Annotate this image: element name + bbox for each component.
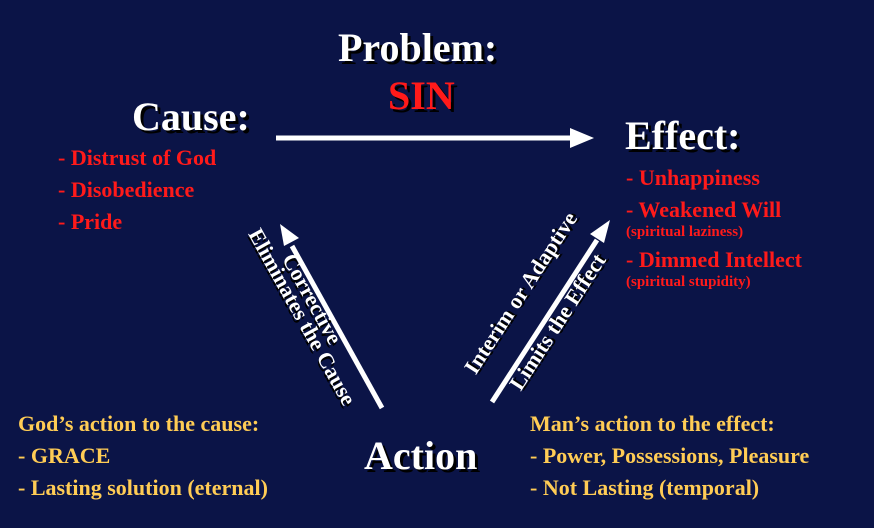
- gods-action-title: God’s action to the cause:: [18, 411, 260, 436]
- adaptive-arrow: [489, 238, 600, 404]
- gods-action-item: - Lasting solution (eternal): [18, 475, 268, 500]
- mans-action-item: - Power, Possessions, Pleasure: [530, 443, 810, 468]
- problem-label: Problem:: [338, 25, 498, 70]
- corrective-arrowhead: [280, 224, 299, 246]
- gods-action-item: - GRACE: [18, 443, 111, 468]
- effect-item: - Unhappiness: [626, 165, 760, 190]
- corrective-arrow: [289, 244, 385, 410]
- gods-action-block: God’s action to the cause: - GRACE - Las…: [18, 408, 268, 504]
- adaptive-arrowhead: [590, 220, 610, 243]
- mans-action-block: Man’s action to the effect: - Power, Pos…: [530, 408, 809, 504]
- cause-item: - Disobedience: [58, 177, 195, 202]
- effect-note: (spiritual laziness): [626, 224, 744, 240]
- problem-value: SIN: [388, 73, 455, 118]
- cause-to-effect-arrowhead: [570, 128, 594, 148]
- cause-title: Cause:: [132, 94, 250, 139]
- cause-list: - Distrust of God - Disobedience - Pride: [58, 142, 216, 238]
- effect-note: (spiritual stupidity): [626, 274, 751, 290]
- mans-action-item: - Not Lasting (temporal): [530, 475, 760, 500]
- action-label: Action: [364, 433, 478, 478]
- effect-item: - Weakened Will: [626, 197, 782, 222]
- mans-action-title: Man’s action to the effect:: [530, 411, 775, 436]
- effect-item: - Dimmed Intellect: [626, 247, 802, 272]
- cause-item: - Distrust of God: [58, 145, 217, 170]
- cause-item: - Pride: [58, 209, 123, 234]
- effect-title: Effect:: [625, 113, 741, 158]
- effect-list: - Unhappiness - Weakened Will (spiritual…: [626, 162, 802, 292]
